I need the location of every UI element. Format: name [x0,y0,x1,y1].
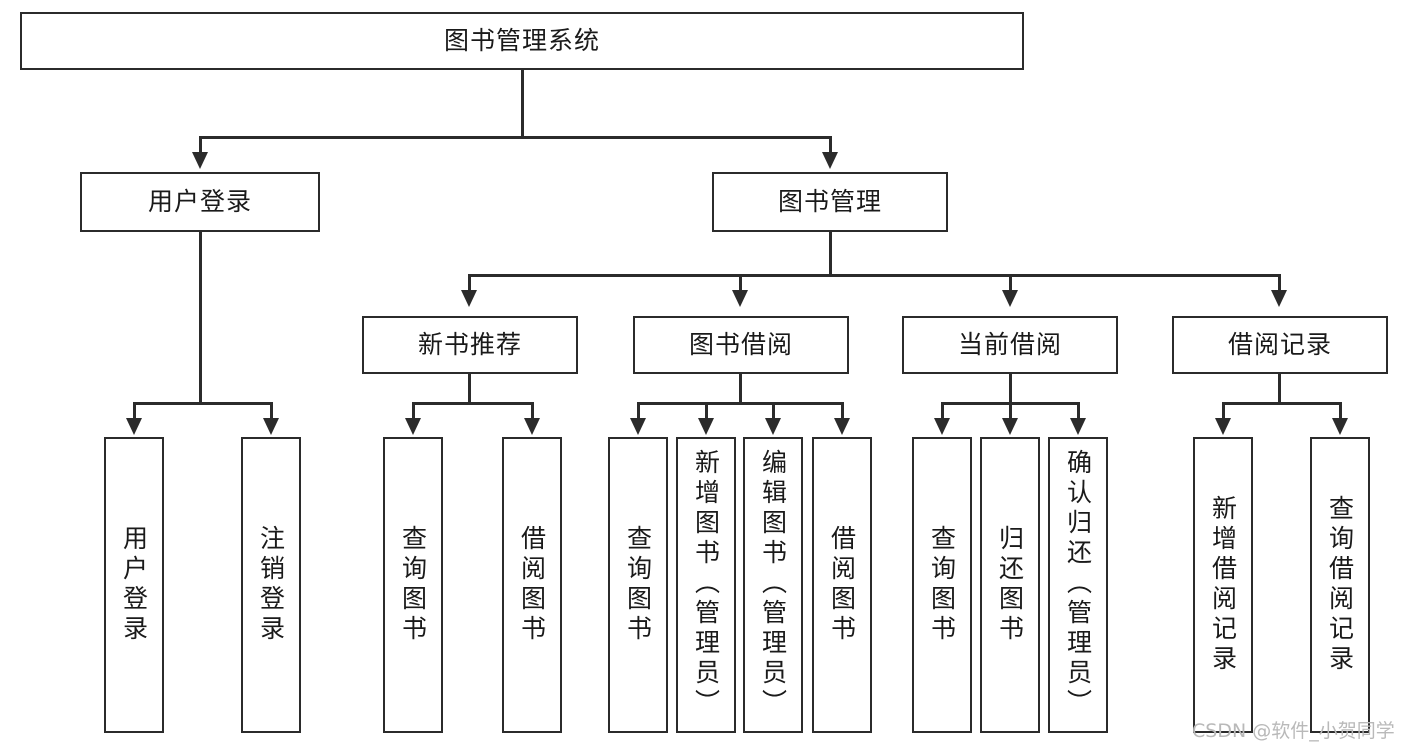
arrowhead-cb-return [1002,418,1018,435]
arrowhead-cb-confirm [1070,418,1086,435]
node-label: 用户登录 [119,525,149,645]
node-current-borrow[interactable]: 当前借阅 [902,316,1118,374]
watermark-text: CSDN @软件_小贺同学 [1192,720,1395,742]
node-label: 图书管理 [777,187,882,217]
node-label: 归还图书 [995,525,1025,645]
leaf-cb-confirm-return[interactable]: 确认归还（管理员） [1048,437,1108,733]
node-label: 借阅记录 [1227,330,1332,360]
node-book-borrow[interactable]: 图书借阅 [633,316,849,374]
connector-drop-cb-query [941,402,944,422]
arrowhead-book-manage [822,152,838,169]
arrowhead-bb-query [630,418,646,435]
node-label: 查询图书 [927,525,957,645]
node-label: 新增图书（管理员） [691,449,721,719]
connector-drop-br-query [1339,402,1342,422]
node-label: 确认归还（管理员） [1063,449,1093,719]
connector-drop-current-borrow [1009,274,1012,294]
leaf-user-login[interactable]: 用户登录 [104,437,164,733]
connector-drop-user-login [199,136,202,156]
connector-drop-borrow-record [1278,274,1281,294]
connector-new-book-bus [412,402,533,405]
connector-level2-bus [199,136,831,139]
connector-drop-bb-borrow [841,402,844,422]
connector-user-login-stem [199,232,202,404]
leaf-nb-borrow-book[interactable]: 借阅图书 [502,437,562,733]
connector-root-stem [521,70,524,138]
leaf-logout[interactable]: 注销登录 [241,437,301,733]
arrowhead-bb-add [698,418,714,435]
arrowhead-borrow-record [1271,290,1287,307]
leaf-bb-add-book[interactable]: 新增图书（管理员） [676,437,736,733]
connector-drop-nb-query [412,402,415,422]
node-label: 查询借阅记录 [1325,495,1355,675]
node-borrow-record[interactable]: 借阅记录 [1172,316,1388,374]
arrowhead-leaf-logout [263,418,279,435]
node-label: 借阅图书 [517,525,547,645]
arrowhead-br-add [1215,418,1231,435]
connector-drop-book-manage [829,136,832,156]
connector-current-borrow-stem [1009,374,1012,404]
node-label: 新增借阅记录 [1208,495,1238,675]
leaf-bb-edit-book[interactable]: 编辑图书（管理员） [743,437,803,733]
arrowhead-book-borrow [732,290,748,307]
arrowhead-br-query [1332,418,1348,435]
node-label: 注销登录 [256,525,286,645]
arrowhead-user-login [192,152,208,169]
connector-level3-bus [468,274,1280,277]
connector-book-manage-stem [829,232,832,276]
arrowhead-bb-borrow [834,418,850,435]
arrowhead-cb-query [934,418,950,435]
node-user-login[interactable]: 用户登录 [80,172,320,232]
connector-drop-leaf-logout [270,402,273,422]
leaf-cb-query-book[interactable]: 查询图书 [912,437,972,733]
leaf-bb-borrow-book[interactable]: 借阅图书 [812,437,872,733]
leaf-nb-query-book[interactable]: 查询图书 [383,437,443,733]
leaf-br-add-record[interactable]: 新增借阅记录 [1193,437,1253,733]
connector-drop-new-book [468,274,471,294]
connector-drop-book-borrow [739,274,742,294]
arrowhead-bb-edit [765,418,781,435]
connector-drop-nb-borrow [531,402,534,422]
arrowhead-nb-borrow [524,418,540,435]
connector-drop-leaf-user-login [133,402,136,422]
connector-drop-bb-edit [772,402,775,422]
connector-drop-bb-query [637,402,640,422]
connector-drop-bb-add [705,402,708,422]
node-book-management[interactable]: 图书管理 [712,172,948,232]
node-label: 当前借阅 [957,330,1062,360]
node-root-system[interactable]: 图书管理系统 [20,12,1024,70]
node-label: 用户登录 [147,187,252,217]
connector-book-borrow-bus [637,402,843,405]
node-new-book-recommend[interactable]: 新书推荐 [362,316,578,374]
node-label: 编辑图书（管理员） [758,449,788,719]
connector-user-login-bus [133,402,272,405]
connector-drop-cb-confirm [1077,402,1080,422]
connector-borrow-record-bus [1222,402,1341,405]
node-label: 图书管理系统 [443,26,600,56]
connector-borrow-record-stem [1278,374,1281,404]
node-label: 借阅图书 [827,525,857,645]
node-label: 查询图书 [623,525,653,645]
node-label: 新书推荐 [417,330,522,360]
arrowhead-leaf-user-login [126,418,142,435]
node-label: 查询图书 [398,525,428,645]
connector-book-borrow-stem [739,374,742,404]
leaf-bb-query-book[interactable]: 查询图书 [608,437,668,733]
connector-new-book-stem [468,374,471,404]
connector-drop-br-add [1222,402,1225,422]
leaf-cb-return-book[interactable]: 归还图书 [980,437,1040,733]
connector-drop-cb-return [1009,402,1012,422]
arrowhead-current-borrow [1002,290,1018,307]
arrowhead-new-book [461,290,477,307]
node-label: 图书借阅 [688,330,793,360]
leaf-br-query-record[interactable]: 查询借阅记录 [1310,437,1370,733]
arrowhead-nb-query [405,418,421,435]
